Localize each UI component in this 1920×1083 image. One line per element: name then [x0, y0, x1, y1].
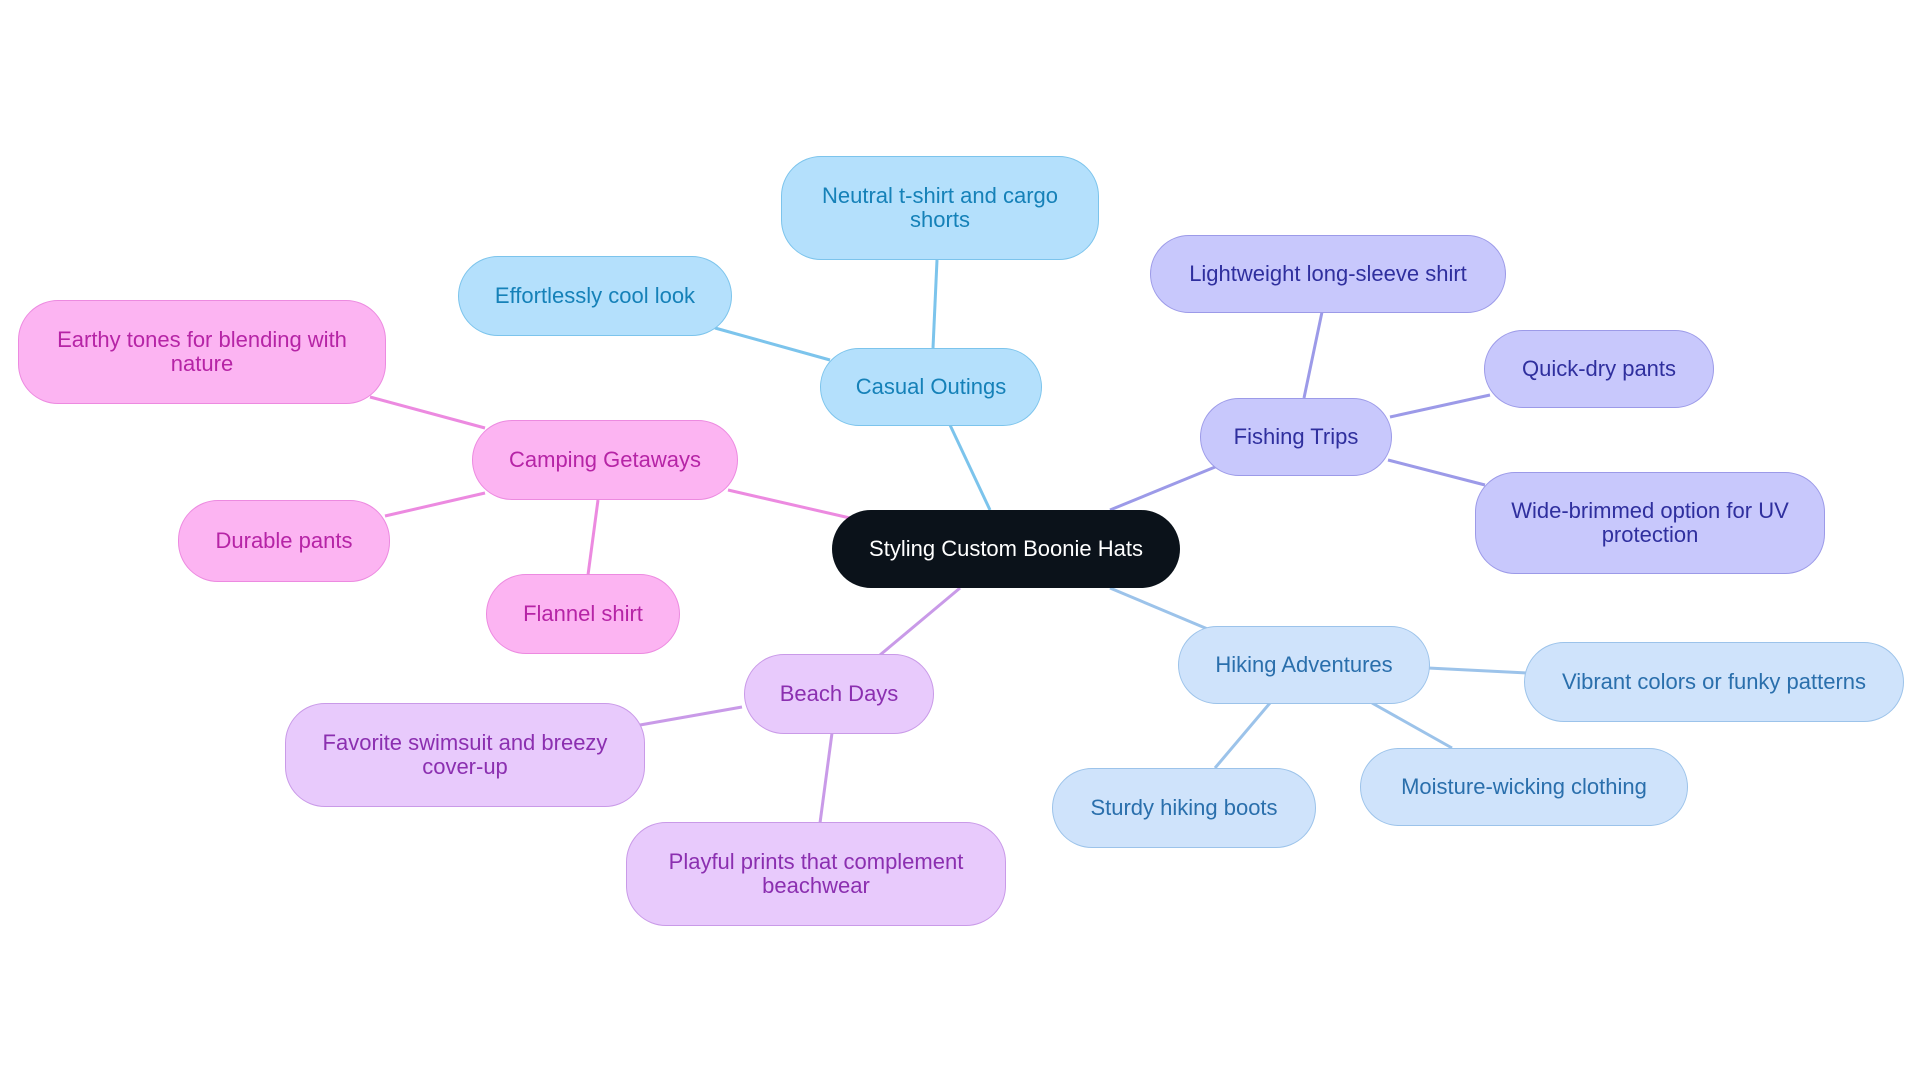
leaf-effortlessly-cool: Effortlessly cool look — [458, 256, 732, 336]
edge-hiking-1 — [1371, 701, 1453, 750]
leaf-wide-brimmed: Wide-brimmed option for UV protection — [1475, 472, 1825, 574]
leaf-lightweight-shirt: Lightweight long-sleeve shirt — [1150, 235, 1506, 313]
edge-hiking-2 — [1213, 702, 1272, 769]
edge-beach-1 — [818, 732, 834, 824]
edge-root-casual — [948, 424, 992, 511]
edge-beach-0 — [639, 705, 743, 727]
leaf-earthy-tones: Earthy tones for blending with nature — [18, 300, 386, 404]
edge-camping-0 — [369, 395, 486, 430]
edge-fishing-0 — [1302, 311, 1324, 399]
edge-root-hiking — [1109, 586, 1211, 632]
edge-camping-1 — [384, 491, 486, 518]
leaf-durable-pants: Durable pants — [178, 500, 390, 582]
edge-casual-1 — [714, 326, 831, 362]
branch-fishing-trips: Fishing Trips — [1200, 398, 1392, 476]
branch-hiking-adventures: Hiking Adventures — [1178, 626, 1430, 704]
leaf-sturdy-boots: Sturdy hiking boots — [1052, 768, 1316, 848]
leaf-neutral-tshirt: Neutral t-shirt and cargo shorts — [781, 156, 1099, 260]
branch-casual-outings: Casual Outings — [820, 348, 1042, 426]
leaf-swimsuit: Favorite swimsuit and breezy cover-up — [285, 703, 645, 807]
leaf-vibrant-colors: Vibrant colors or funky patterns — [1524, 642, 1904, 722]
root-node: Styling Custom Boonie Hats — [832, 510, 1180, 588]
edge-fishing-1 — [1389, 393, 1491, 419]
branch-beach-days: Beach Days — [744, 654, 934, 734]
edge-casual-0 — [931, 259, 939, 349]
leaf-quick-dry-pants: Quick-dry pants — [1484, 330, 1714, 408]
edge-root-camping — [727, 488, 851, 520]
edge-root-beach — [879, 586, 961, 657]
leaf-playful-prints: Playful prints that complement beachwear — [626, 822, 1006, 926]
edge-hiking-0 — [1427, 666, 1528, 675]
edge-root-fishing — [1109, 463, 1221, 512]
leaf-flannel-shirt: Flannel shirt — [486, 574, 680, 654]
edge-fishing-2 — [1387, 458, 1486, 487]
leaf-moisture-wicking: Moisture-wicking clothing — [1360, 748, 1688, 826]
edge-camping-2 — [586, 499, 600, 576]
branch-camping-getaways: Camping Getaways — [472, 420, 738, 500]
